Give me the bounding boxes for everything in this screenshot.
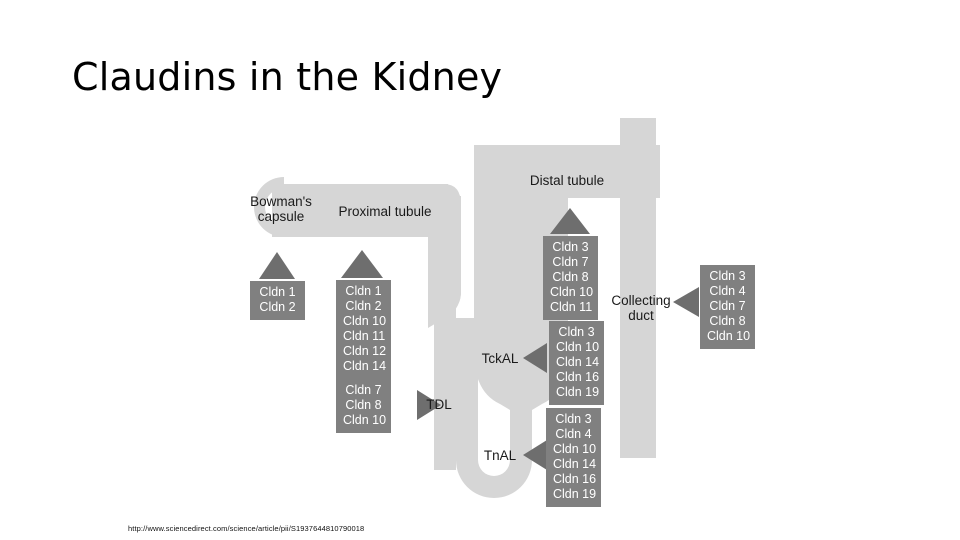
bowmans-capsule-shape: [254, 177, 284, 237]
proximal-tubule-shape: [272, 184, 461, 328]
label-tdl: TDL: [426, 397, 452, 412]
pointer-left-collecting-icon: [673, 287, 699, 317]
pointer-triangles: [259, 208, 699, 470]
pointer-up-bowmans-icon: [259, 252, 295, 279]
claudin-box-tnal: Cldn 3 Cldn 4 Cldn 10 Cldn 14 Cldn 16 Cl…: [546, 408, 601, 507]
label-tckal: TckAL: [481, 351, 519, 366]
pointer-up-distal-icon: [550, 208, 590, 234]
claudin-box-bowmans-capsule: Cldn 1 Cldn 2: [250, 281, 305, 320]
pointer-left-tnal-icon: [523, 440, 547, 470]
page-title: Claudins in the Kidney: [72, 55, 503, 99]
label-distal-tubule: Distal tubule: [529, 173, 605, 188]
source-url-caption: http://www.sciencedirect.com/science/art…: [128, 524, 365, 533]
claudin-box-tdl: Cldn 7 Cldn 8 Cldn 10: [336, 379, 391, 433]
claudin-box-distal-tubule: Cldn 3 Cldn 7 Cldn 8 Cldn 10 Cldn 11: [543, 236, 598, 320]
pointer-left-tckal-icon: [523, 343, 547, 373]
claudin-box-proximal-tubule: Cldn 1 Cldn 2 Cldn 10 Cldn 11 Cldn 12 Cl…: [336, 280, 391, 379]
loop-of-henle-shape: [434, 300, 532, 498]
label-bowmans-capsule: Bowman's capsule: [250, 194, 312, 224]
label-collecting-duct: Collecting duct: [611, 293, 671, 323]
collecting-duct-shape: [620, 118, 656, 458]
claudin-box-collecting-duct: Cldn 3 Cldn 4 Cldn 7 Cldn 8 Cldn 10: [700, 265, 755, 349]
pointer-up-proximal-icon: [341, 250, 383, 278]
pointer-right-tdl-icon: [417, 390, 441, 420]
claudin-box-tckal: Cldn 3 Cldn 10 Cldn 14 Cldn 16 Cldn 19: [549, 321, 604, 405]
label-tnal: TnAL: [483, 448, 517, 463]
ascending-limb-shape: [474, 145, 568, 410]
label-proximal-tubule: Proximal tubule: [338, 204, 432, 219]
